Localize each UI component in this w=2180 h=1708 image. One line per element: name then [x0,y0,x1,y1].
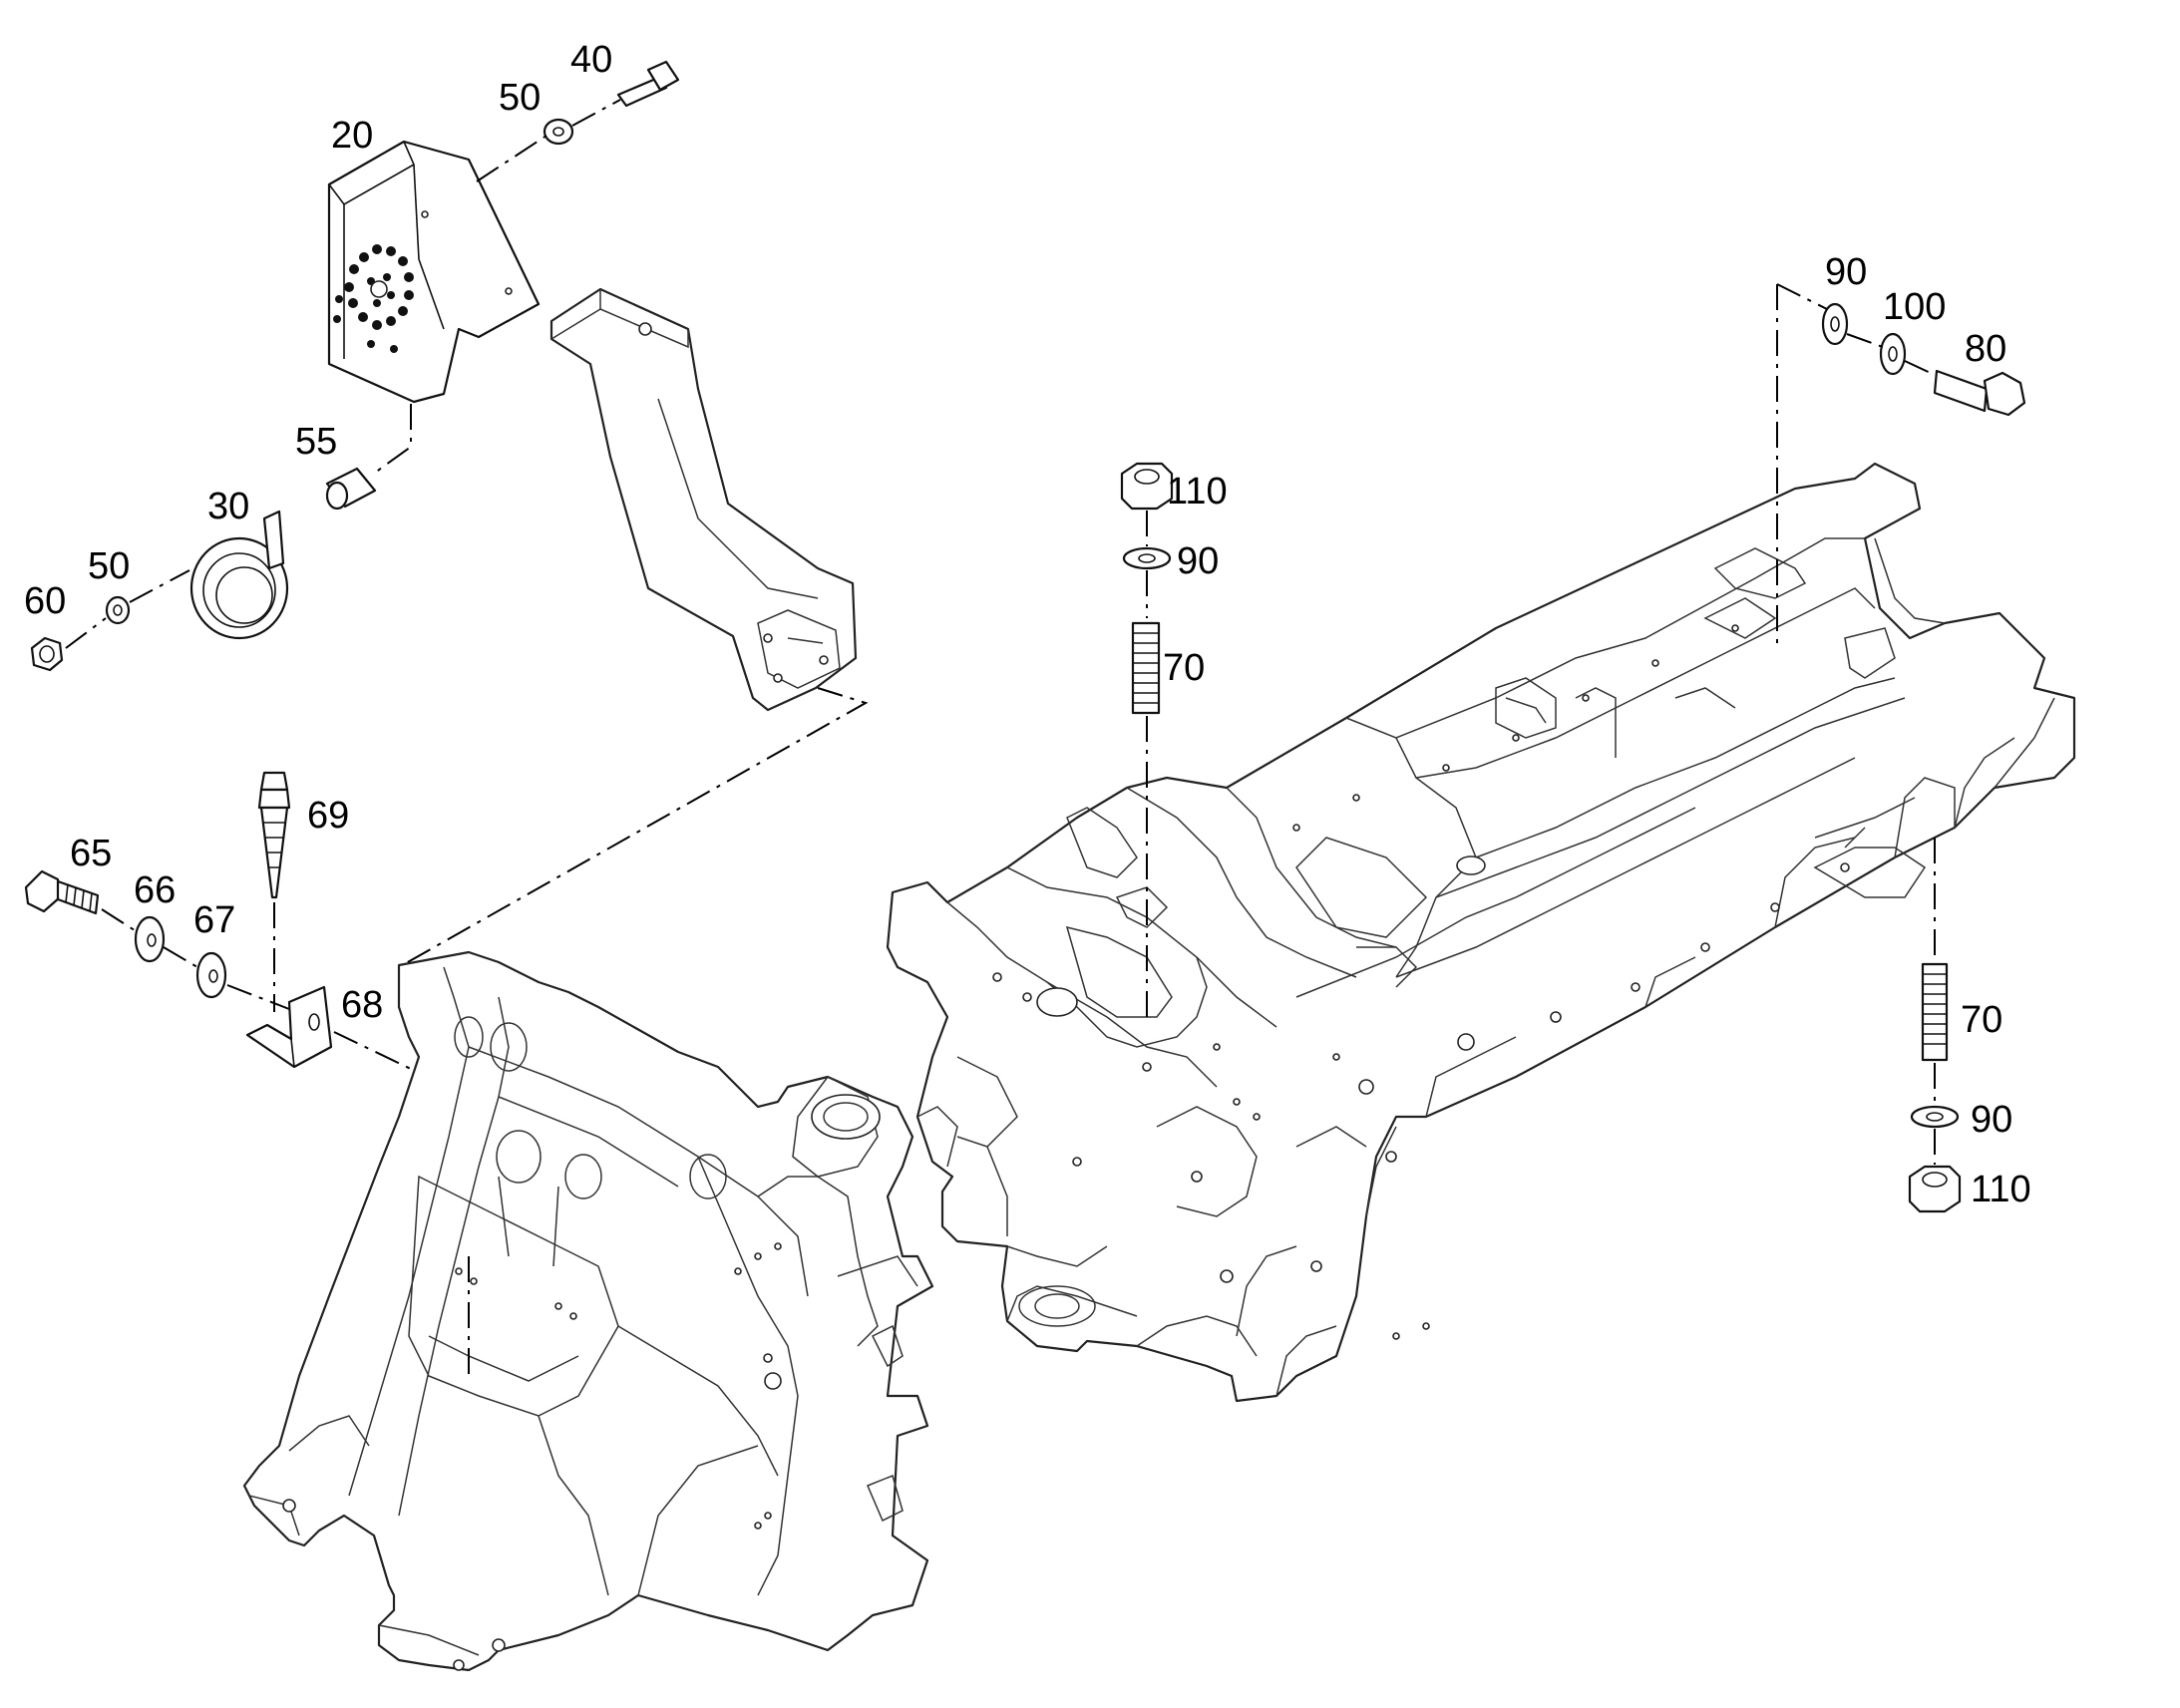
nut-part-110-lower [1908,1165,1962,1213]
callout-90: 90 [1825,251,1867,293]
washer-part-50-top [543,118,574,146]
callout-67: 67 [193,899,235,941]
callout-68: 68 [341,984,383,1026]
callout-110: 110 [1167,471,1228,512]
callout-66: 66 [134,869,176,911]
front-frame [242,950,934,1672]
callout-40: 40 [570,39,612,81]
callout-90: 90 [1177,540,1219,582]
callout-100: 100 [1883,286,1946,328]
callout-55: 55 [295,421,337,463]
stud-part-70-center [1131,621,1161,715]
washer-part-100 [1879,332,1907,376]
washer-part-50-left [105,595,131,625]
washer-part-67 [195,951,227,999]
bolt-part-80 [1933,369,2026,417]
callout-80: 80 [1965,328,2006,370]
horn-bracket-part-20 [327,140,541,404]
washer-part-66 [134,915,166,963]
sensor-bracket-part-68 [245,985,333,1069]
callout-69: 69 [307,795,349,837]
callout-30: 30 [207,486,249,527]
washer-part-90-lower [1910,1105,1960,1129]
horn-arm [549,287,858,712]
callout-110: 110 [1971,1169,2031,1210]
callout-50: 50 [88,545,130,587]
sensor-part-69 [257,771,291,899]
washer-part-90-center [1122,546,1172,570]
callout-90: 90 [1971,1099,2012,1141]
nut-part-60 [30,636,64,672]
callout-50: 50 [499,77,541,119]
bolt-part-65 [24,869,100,915]
callout-20: 20 [331,115,373,157]
bolt-part-40 [616,60,680,108]
spacer-part-55 [325,467,377,511]
callout-65: 65 [70,833,112,874]
callout-70: 70 [1163,647,1205,689]
callout-60: 60 [24,580,66,622]
washer-part-90-right [1821,302,1849,346]
horn-part-30 [189,510,289,640]
callout-70: 70 [1961,999,2002,1041]
stud-part-70-right [1921,962,1949,1062]
rear-frame [886,462,2076,1403]
nut-part-110-top [1120,462,1174,511]
